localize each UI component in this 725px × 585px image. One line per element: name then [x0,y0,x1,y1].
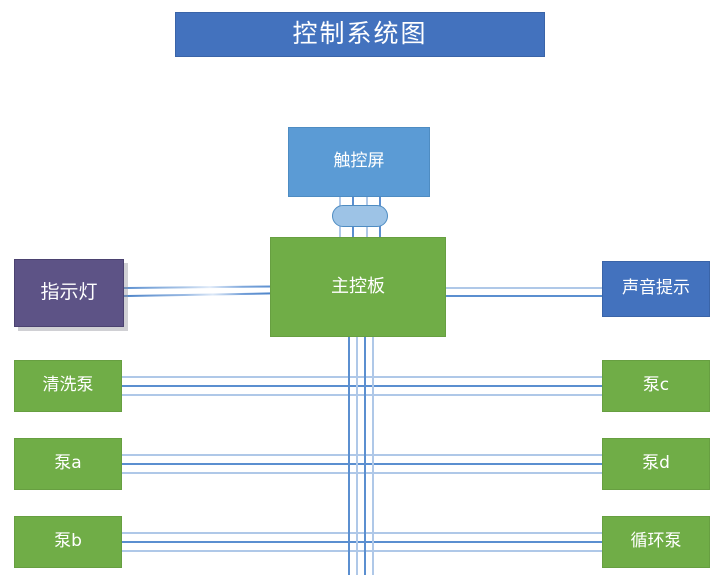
wire-row3-2 [122,541,602,543]
wire-row2-1 [122,454,602,456]
wire-row1-2 [122,385,602,387]
node-touchscreen[interactable]: 触控屏 [288,127,430,197]
bus-vertical-line-4 [372,337,374,575]
wire-row1-3 [122,394,602,396]
bus-vertical-line-2 [356,337,358,575]
node-mainboard[interactable]: 主控板 [270,237,446,337]
node-indicator-light[interactable]: 指示灯 [14,259,124,327]
wire-indicator-mainboard-1 [123,285,273,289]
wire-mainboard-sound-2 [446,295,602,297]
node-sound-prompt[interactable]: 声音提示 [602,261,710,317]
wire-row3-3 [122,550,602,552]
bus-vertical-line-1 [348,337,350,575]
wire-indicator-mainboard-2 [123,292,272,297]
node-pump-a[interactable]: 泵a [14,438,122,490]
node-pump-d[interactable]: 泵d [602,438,710,490]
wire-mainboard-sound-1 [446,287,602,289]
node-pump-c[interactable]: 泵c [602,360,710,412]
node-pump-circulation[interactable]: 循环泵 [602,516,710,568]
node-pump-b[interactable]: 泵b [14,516,122,568]
wire-row1-1 [122,376,602,378]
bus-vertical-line-3 [364,337,366,575]
wire-row2-2 [122,463,602,465]
wire-row3-1 [122,532,602,534]
diagram-title: 控制系统图 [175,12,545,57]
cable-bundle-connector-icon [332,205,388,227]
wire-row2-3 [122,472,602,474]
node-pump-wash[interactable]: 清洗泵 [14,360,122,412]
